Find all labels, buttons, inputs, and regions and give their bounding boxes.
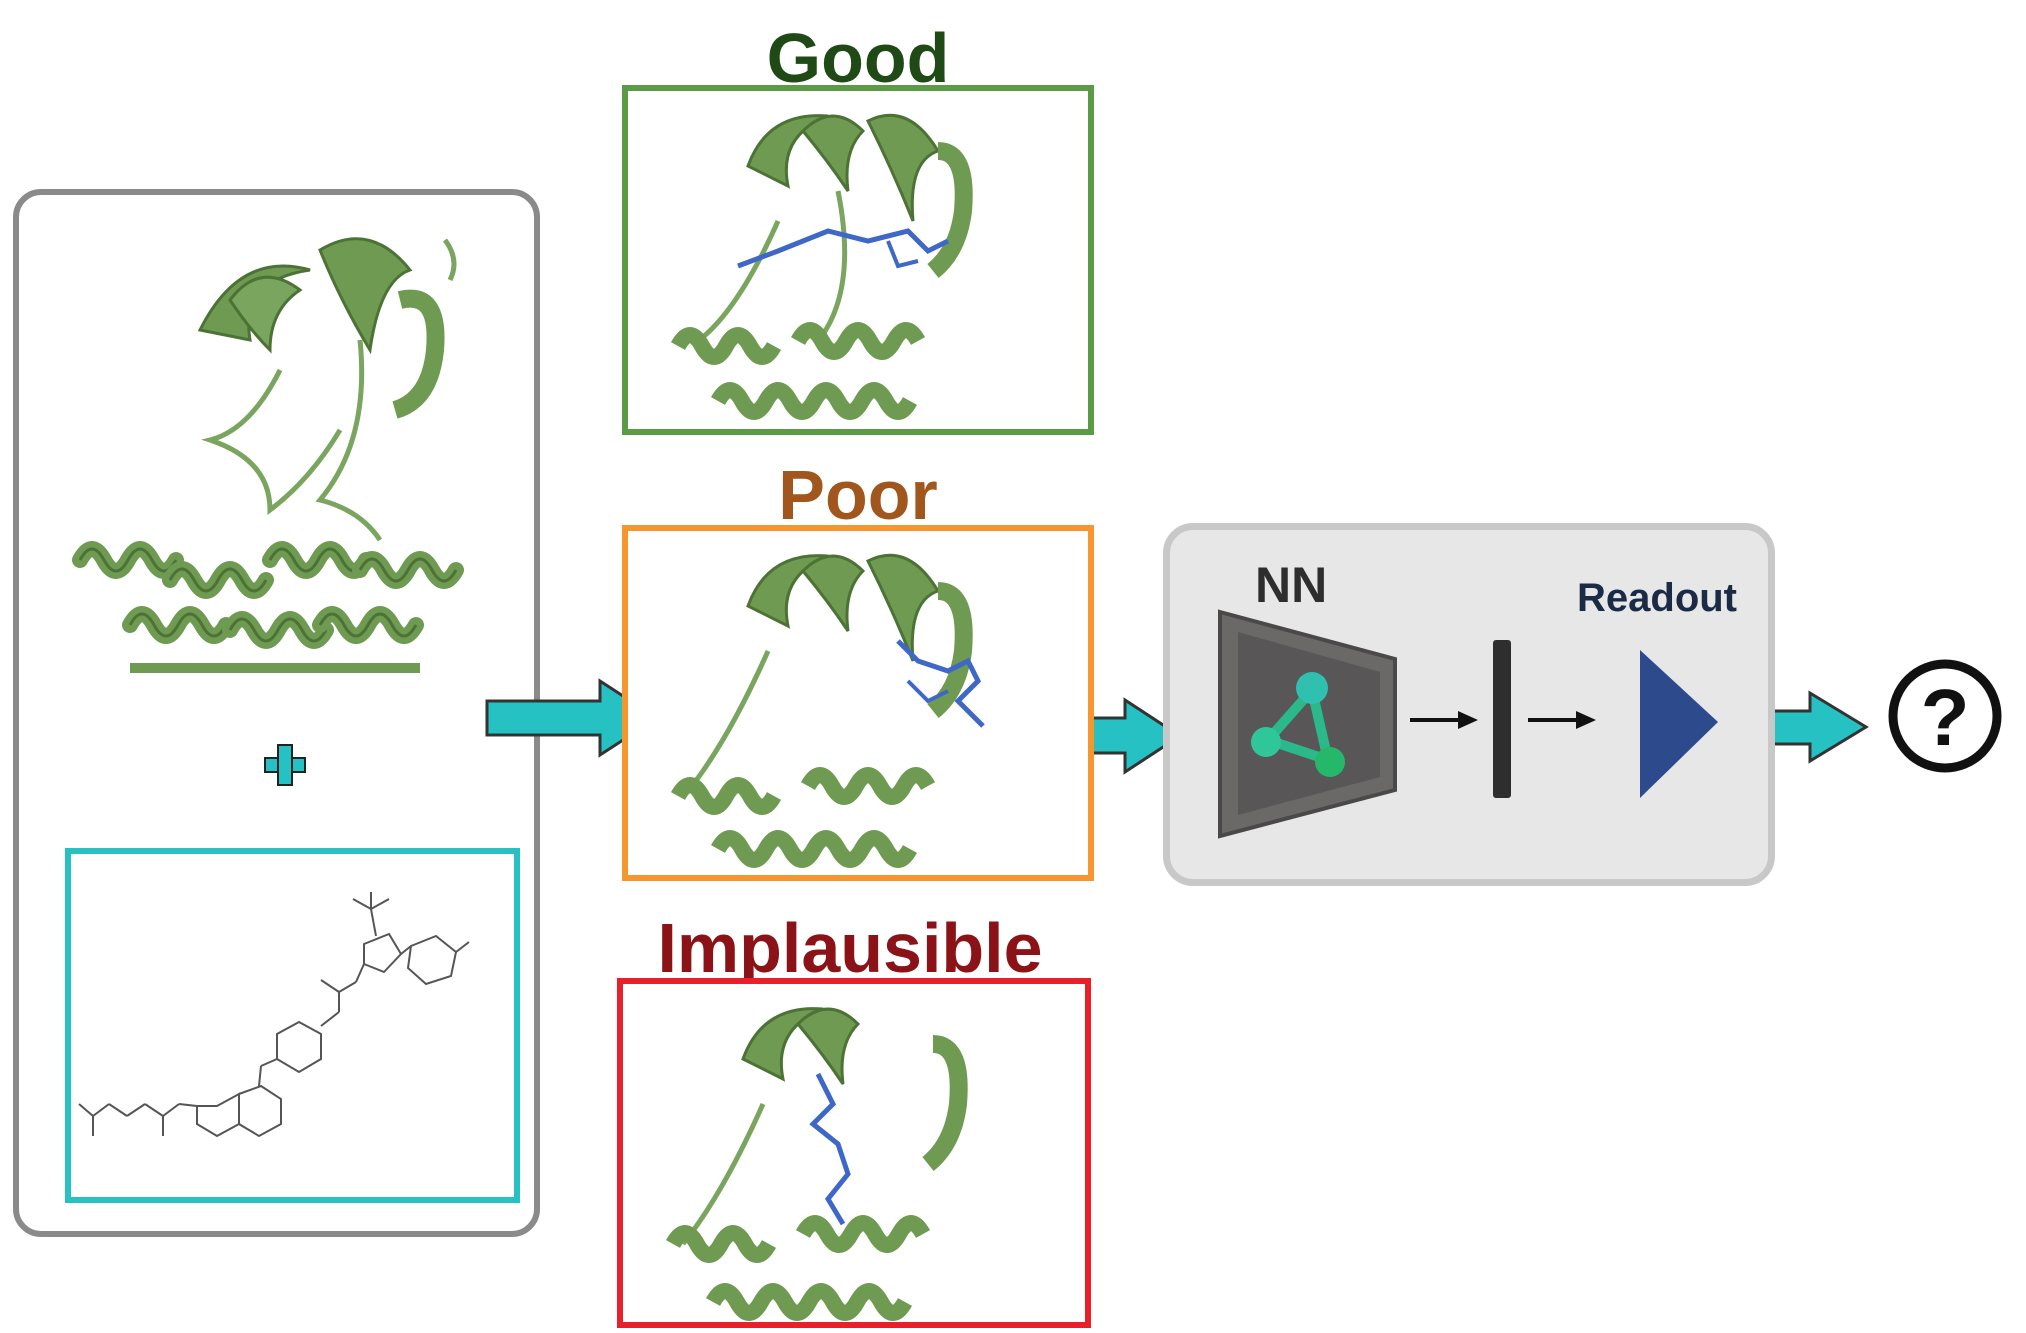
plus-icon [264, 744, 306, 786]
pose-label-implausible: Implausible [657, 909, 1043, 987]
nn-label: NN [1255, 557, 1328, 613]
pose-panel-good [622, 85, 1094, 435]
question-mark-text: ? [1921, 673, 1970, 762]
protein-structure-icon [80, 237, 456, 673]
pose-label-good: Good [766, 19, 950, 97]
question-mark-icon: ? [1888, 659, 2002, 773]
protein-ligand-pose-good [670, 113, 973, 420]
pose-label-poor: Poor [778, 456, 938, 534]
pose-panel-poor [622, 525, 1094, 881]
protein-ligand-pose-poor [670, 553, 985, 868]
ligand-2d-structure-icon [65, 848, 520, 1203]
readout-label: Readout [1577, 576, 1737, 620]
ligand-structure-drawing [78, 892, 470, 1138]
pose-panel-implausible [617, 978, 1091, 1328]
protein-ligand-pose-implausible [665, 1007, 968, 1321]
